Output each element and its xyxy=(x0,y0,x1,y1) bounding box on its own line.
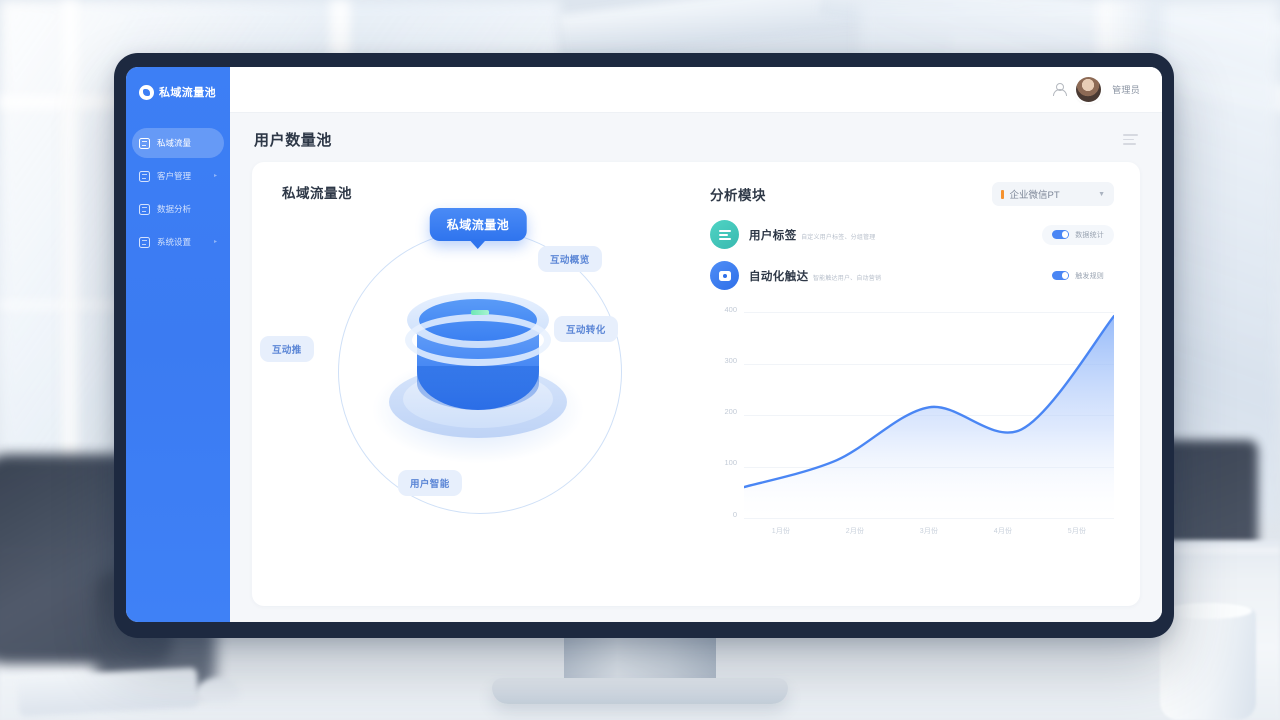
x-tick: 2月份 xyxy=(845,528,865,535)
topbar: 管理员 xyxy=(230,67,1162,113)
traffic-pool-title: 私域流量池 xyxy=(282,186,352,201)
dashboard-icon xyxy=(139,137,150,149)
feature-name: 自动化触达 xyxy=(749,270,809,283)
feature-toggle-group[interactable]: 数据统计 xyxy=(1042,224,1114,245)
sidebar-item-label: 数据分析 xyxy=(157,204,192,214)
screen: 私域流量池 私域流量 客户管理 ▸ 数据分析 系统设置 xyxy=(126,67,1162,622)
x-tick: 1月份 xyxy=(771,528,791,535)
menu-lines-icon[interactable] xyxy=(1123,134,1138,145)
feature-row-automation[interactable]: 自动化触达 智能触达用户、自动营销 触发规则 xyxy=(710,261,1114,290)
y-tick: 0 xyxy=(732,509,737,519)
feature-row-user-tags[interactable]: 用户标签 自定义用户标签、分组管理 数据统计 xyxy=(710,220,1114,249)
feature-toggle[interactable] xyxy=(1052,230,1070,239)
monitor-stand-base xyxy=(492,678,788,704)
pool-graphic xyxy=(363,270,593,470)
app-logo[interactable]: 私域流量池 xyxy=(126,84,230,100)
feature-name: 用户标签 xyxy=(749,229,797,242)
settings-icon xyxy=(139,236,150,248)
coffee-cup xyxy=(1160,603,1256,720)
chart-body: 1月份 2月份 3月份 4月份 5月份 xyxy=(744,306,1114,542)
user-icon[interactable] xyxy=(1052,82,1067,97)
y-tick: 100 xyxy=(724,458,737,468)
gridline xyxy=(744,363,1114,365)
x-tick: 4月份 xyxy=(993,528,1013,535)
sidebar-item-analytics[interactable]: 数据分析 xyxy=(132,194,224,224)
chart-x-axis: 1月份 2月份 3月份 4月份 5月份 xyxy=(744,520,1114,542)
feature-toggle-label: 触发规则 xyxy=(1075,272,1104,280)
mouse xyxy=(196,678,240,704)
chevron-right-icon: ▸ xyxy=(213,173,217,179)
pool-3d-illustration: 私域流量池 互动推 互动概览 互动转化 用户智能 xyxy=(252,208,704,552)
x-tick: 3月份 xyxy=(919,528,939,535)
main-area: 管理员 用户数量池 私域流量池 xyxy=(230,67,1162,622)
select-value: 企业微信PT xyxy=(1009,190,1060,201)
center-tooltip: 私域流量池 xyxy=(429,208,527,241)
analysis-title: 分析模块 xyxy=(710,188,766,203)
customers-icon xyxy=(139,170,150,182)
feature-toggle-group[interactable]: 触发规则 xyxy=(1042,266,1114,286)
analysis-header: 分析模块 企业微信PT ▼ xyxy=(710,182,1114,206)
y-tick: 300 xyxy=(724,356,737,366)
sidebar-item-label: 私域流量 xyxy=(157,138,192,148)
sidebar: 私域流量池 私域流量 客户管理 ▸ 数据分析 系统设置 xyxy=(126,67,230,622)
chevron-down-icon: ▼ xyxy=(1098,190,1105,198)
pool-ring xyxy=(405,314,551,366)
sidebar-item-private-traffic[interactable]: 私域流量 xyxy=(132,128,224,158)
message-icon xyxy=(710,261,739,290)
pool-pill-left[interactable]: 互动推 xyxy=(260,336,314,362)
pool-pill-right[interactable]: 互动转化 xyxy=(554,316,618,342)
pool-pill-top-right[interactable]: 互动概览 xyxy=(538,246,602,272)
feature-desc: 自定义用户标签、分组管理 xyxy=(801,234,876,241)
feature-list: 用户标签 自定义用户标签、分组管理 数据统计 xyxy=(710,220,1114,290)
page-title: 用户数量池 xyxy=(254,132,333,149)
logo-text: 私域流量池 xyxy=(159,87,216,99)
gridline xyxy=(744,518,1114,519)
window-mullion xyxy=(62,0,78,470)
analytics-icon xyxy=(139,203,150,215)
select-indicator-icon xyxy=(1001,189,1004,199)
page-header: 用户数量池 xyxy=(230,113,1162,162)
feature-toggle-label: 数据统计 xyxy=(1075,231,1104,239)
workspace-select[interactable]: 企业微信PT ▼ xyxy=(992,182,1114,206)
pool-accent-chip-icon xyxy=(471,310,489,315)
sidebar-nav: 私域流量 客户管理 ▸ 数据分析 系统设置 ▸ xyxy=(126,128,230,257)
area-series xyxy=(744,312,1114,518)
chevron-right-icon: ▸ xyxy=(213,239,217,245)
logo-mark-icon xyxy=(139,84,154,100)
analysis-panel: 分析模块 企业微信PT ▼ 用户标 xyxy=(704,162,1140,606)
x-tick: 5月份 xyxy=(1067,528,1087,535)
sidebar-item-label: 系统设置 xyxy=(157,237,192,247)
tag-lines-icon xyxy=(710,220,739,249)
chart-plot xyxy=(744,312,1114,519)
user-name: 管理员 xyxy=(1112,85,1140,95)
sidebar-item-label: 客户管理 xyxy=(157,171,192,181)
y-tick: 200 xyxy=(724,407,737,417)
pool-body-shade xyxy=(417,366,539,410)
y-tick: 400 xyxy=(724,305,737,314)
sidebar-item-customers[interactable]: 客户管理 ▸ xyxy=(132,161,224,191)
sidebar-item-settings[interactable]: 系统设置 ▸ xyxy=(132,227,224,257)
monitor-bezel: 私域流量池 私域流量 客户管理 ▸ 数据分析 系统设置 xyxy=(114,53,1174,638)
pool-pill-bottom[interactable]: 用户智能 xyxy=(398,470,462,496)
chart-y-axis: 400 300 200 100 0 xyxy=(710,306,744,542)
gridline xyxy=(744,312,1114,313)
feature-desc: 智能触达用户、自动营销 xyxy=(812,275,882,282)
avatar[interactable] xyxy=(1076,77,1102,102)
analytics-area-chart: 400 300 200 100 0 xyxy=(710,306,1114,542)
traffic-pool-panel: 私域流量池 xyxy=(252,162,704,606)
content-card: 私域流量池 xyxy=(252,162,1140,606)
feature-toggle[interactable] xyxy=(1052,271,1070,280)
